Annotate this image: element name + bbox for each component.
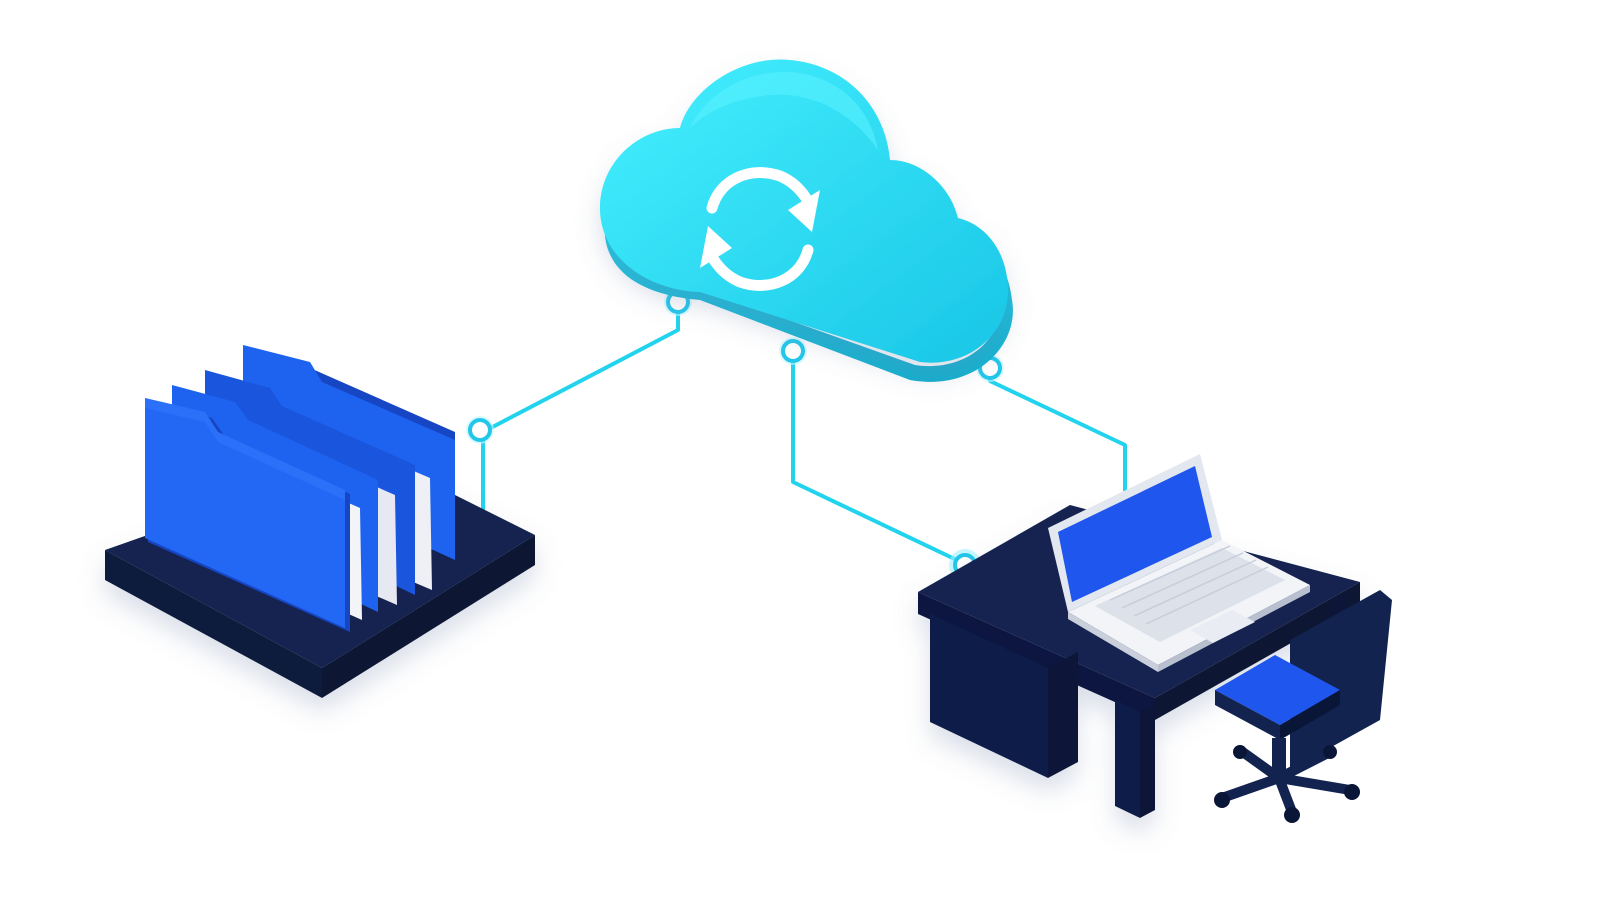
chair-post (1272, 738, 1286, 778)
chair-seat (1215, 655, 1340, 725)
connector-cloud-laptop (988, 366, 1127, 492)
chair-wheels (1214, 745, 1360, 823)
laptop-keyboard (1095, 548, 1285, 642)
connector-node (779, 337, 807, 365)
desk-leg (1115, 700, 1140, 818)
laptop (1048, 454, 1310, 672)
laptop-touchpad (1190, 610, 1255, 643)
tray-left-side (105, 550, 322, 698)
connector-cloud-folders (481, 300, 680, 524)
connector-cloud-desk (791, 349, 965, 565)
desk-laptop-icon (918, 454, 1392, 823)
chair-seat-edge-side (1280, 690, 1340, 740)
office-chair (1214, 590, 1392, 823)
sync-arrowheads (700, 190, 820, 268)
sync-arrows-icon (706, 167, 814, 291)
laptop-base-edge (1068, 612, 1158, 672)
cloud-highlight (690, 71, 878, 150)
cloud-depth (604, 220, 1013, 382)
desk-cabinet-front (930, 614, 1048, 778)
chair-backrest (1290, 590, 1392, 770)
chair-seat-edge (1215, 690, 1280, 740)
desk-right-edge (1155, 582, 1360, 720)
keyboard-keys (1109, 545, 1269, 625)
connection-lines (481, 300, 1127, 565)
desk-leg-side (1140, 704, 1155, 818)
desk-front-edge (918, 592, 1155, 720)
tray-right-side (322, 535, 535, 698)
connector-node (466, 416, 494, 444)
folder-stack-icon (105, 345, 535, 698)
chair-base (1217, 745, 1355, 817)
folder-front (145, 398, 350, 632)
cloud-sync-icon (599, 59, 1013, 382)
laptop-screen (1058, 466, 1212, 602)
desk-cabinet-side (1048, 652, 1078, 778)
